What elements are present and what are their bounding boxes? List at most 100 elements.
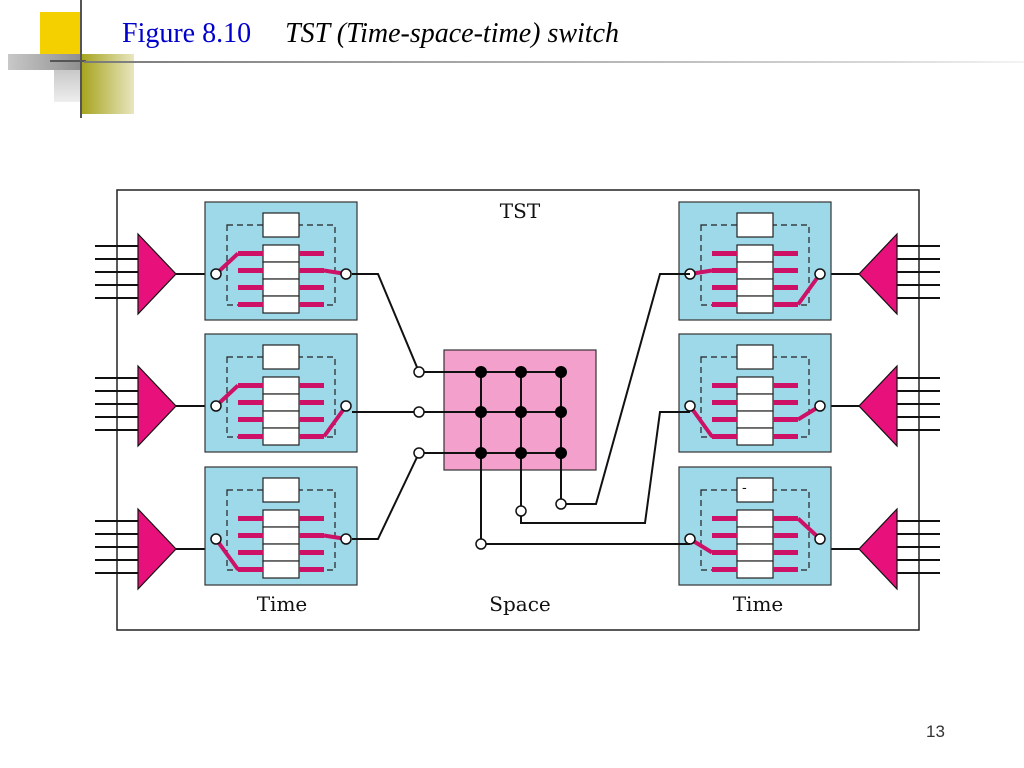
- space-input-2: [413, 406, 425, 418]
- slide-title: Figure 8.10 TST (Time-space-time) switch: [122, 18, 619, 58]
- left-tsi-1-output-bar: [299, 251, 324, 256]
- crosspoint-2-1: [475, 406, 487, 418]
- corner-decoration-horizontal-line: [50, 60, 86, 62]
- link-space-to-right-1: [561, 273, 690, 505]
- right-tsi-2-output-bar: [773, 434, 798, 439]
- right-tsi-1-input-bar: [712, 251, 737, 256]
- left-tsi-2-buffer-slot: [262, 427, 300, 446]
- right-tsi-2-input-terminal: [684, 400, 696, 412]
- right-tsi-3-input-terminal: [684, 533, 696, 545]
- right-tsi-2-input-bar: [712, 383, 737, 388]
- left-tsi-3-buffer-slot: [262, 509, 300, 528]
- crosspoint-3-2: [515, 447, 527, 459]
- right-tsi-3-input-bar: [712, 567, 737, 572]
- left-tsi-2-output-bar: [299, 417, 324, 422]
- space-input-1: [413, 366, 425, 378]
- left-tsi-2-buffer-slot: [262, 410, 300, 429]
- right-tsi-1-buffer-slot: [736, 261, 774, 280]
- left-tsi-3-buffer-slot: [262, 560, 300, 579]
- right-tsi-1-output-link: [796, 272, 822, 306]
- link-left-1-to-space: [352, 273, 420, 373]
- stage-label-space: Space: [489, 592, 550, 616]
- left-tsi-2-input-bar: [238, 434, 263, 439]
- space-output-3: [475, 538, 487, 550]
- right-tsi-3-output-bar: [773, 533, 798, 538]
- right-tsi-2-buffer-slot: [736, 393, 774, 412]
- crosspoint-1-3: [555, 366, 567, 378]
- space-output-2: [515, 505, 527, 517]
- crosspoint-1-2: [515, 366, 527, 378]
- right-tsi-2-buffer-slot: [736, 376, 774, 395]
- corner-decoration-gray-band: [8, 54, 82, 70]
- left-mux-2-triangle: [137, 364, 177, 448]
- left-tsi-2-output-bar: [299, 383, 324, 388]
- left-tsi-1-output-bar: [299, 302, 324, 307]
- left-tsi-1-buffer-slot: [262, 295, 300, 314]
- left-tsi-3-output-bar: [299, 533, 324, 538]
- right-tsi-3-output-bar: [773, 516, 798, 521]
- left-tsi-3-output-bar: [299, 550, 324, 555]
- right-tsi-2-output-bar: [773, 383, 798, 388]
- left-tsi-3-output-terminal: [340, 533, 352, 545]
- right-tsi-3-buffer-slot: [736, 509, 774, 528]
- right-tsi-2-buffer-slot: [736, 427, 774, 446]
- right-tsi-1-output-bar: [773, 268, 798, 273]
- right-tsi-2-input-bar: [712, 434, 737, 439]
- corner-decoration-vertical-line: [80, 0, 82, 118]
- crosspoint-3-3: [555, 447, 567, 459]
- left-tsi-1-output-terminal: [340, 268, 352, 280]
- tst-label: TST: [500, 199, 541, 223]
- right-tsi-1-buffer-slot: [736, 244, 774, 263]
- right-demux-3-triangle: [858, 507, 898, 591]
- left-tsi-3-control-unit: [262, 477, 300, 503]
- right-tsi-1-output-bar: [773, 285, 798, 290]
- stage-label-time-right: Time: [733, 592, 784, 616]
- right-tsi-3-input-bar: [712, 516, 737, 521]
- right-tsi-3-buffer-slot: [736, 560, 774, 579]
- left-tsi-3-input-bar: [238, 567, 263, 572]
- left-tsi-2-input-bar: [238, 383, 263, 388]
- left-tsi-1-buffer-slot: [262, 278, 300, 297]
- crosspoint-1-1: [475, 366, 487, 378]
- space-output-1: [555, 498, 567, 510]
- left-tsi-2-input-bar: [238, 400, 263, 405]
- right-tsi-3-input-bar: [712, 550, 737, 555]
- left-tsi-3-input-bar: [238, 550, 263, 555]
- left-tsi-1-output-bar: [299, 268, 324, 273]
- left-tsi-1-input-bar: [238, 285, 263, 290]
- right-tsi-2-input-bar: [712, 400, 737, 405]
- right-tsi-1-output-terminal: [814, 268, 826, 280]
- figure-title: TST (Time-space-time) switch: [285, 18, 620, 49]
- left-tsi-3-input-bar: [238, 516, 263, 521]
- left-tsi-3-input-link: [214, 537, 240, 571]
- left-tsi-1-input-terminal: [210, 268, 222, 280]
- right-tsi-2-input-link: [688, 404, 714, 438]
- right-tsi-2-output-bar: [773, 417, 798, 422]
- right-tsi-3-control-unit: [736, 477, 774, 503]
- right-tsi-1-output-bar: [773, 251, 798, 256]
- space-input-3: [413, 447, 425, 459]
- left-tsi-2-output-terminal: [340, 400, 352, 412]
- left-tsi-2-output-link: [322, 404, 348, 438]
- left-tsi-3-input-bar: [238, 533, 263, 538]
- left-tsi-1-input-bar: [238, 268, 263, 273]
- left-tsi-3-output-bar: [299, 516, 324, 521]
- right-tsi-2-input-bar: [712, 417, 737, 422]
- right-tsi-3-output-bar: [773, 550, 798, 555]
- left-tsi-3-output-bar: [299, 567, 324, 572]
- right-tsi-3-buffer-slot: [736, 526, 774, 545]
- right-tsi-1-buffer-slot: [736, 295, 774, 314]
- right-tsi-2-buffer-slot: [736, 410, 774, 429]
- left-tsi-2-output-bar: [299, 400, 324, 405]
- left-tsi-2-input-bar: [238, 417, 263, 422]
- left-tsi-2-buffer-slot: [262, 393, 300, 412]
- left-tsi-1-input-bar: [238, 302, 263, 307]
- right-tsi-1-input-bar: [712, 285, 737, 290]
- corner-decoration-olive: [82, 54, 134, 114]
- right-tsi-2-output-terminal: [814, 400, 826, 412]
- left-mux-1-triangle: [137, 232, 177, 316]
- right-tsi-1-buffer-slot: [736, 278, 774, 297]
- right-tsi-1-input-bar: [712, 268, 737, 273]
- figure-number: Figure 8.10: [122, 18, 252, 49]
- left-tsi-3-buffer-slot: [262, 526, 300, 545]
